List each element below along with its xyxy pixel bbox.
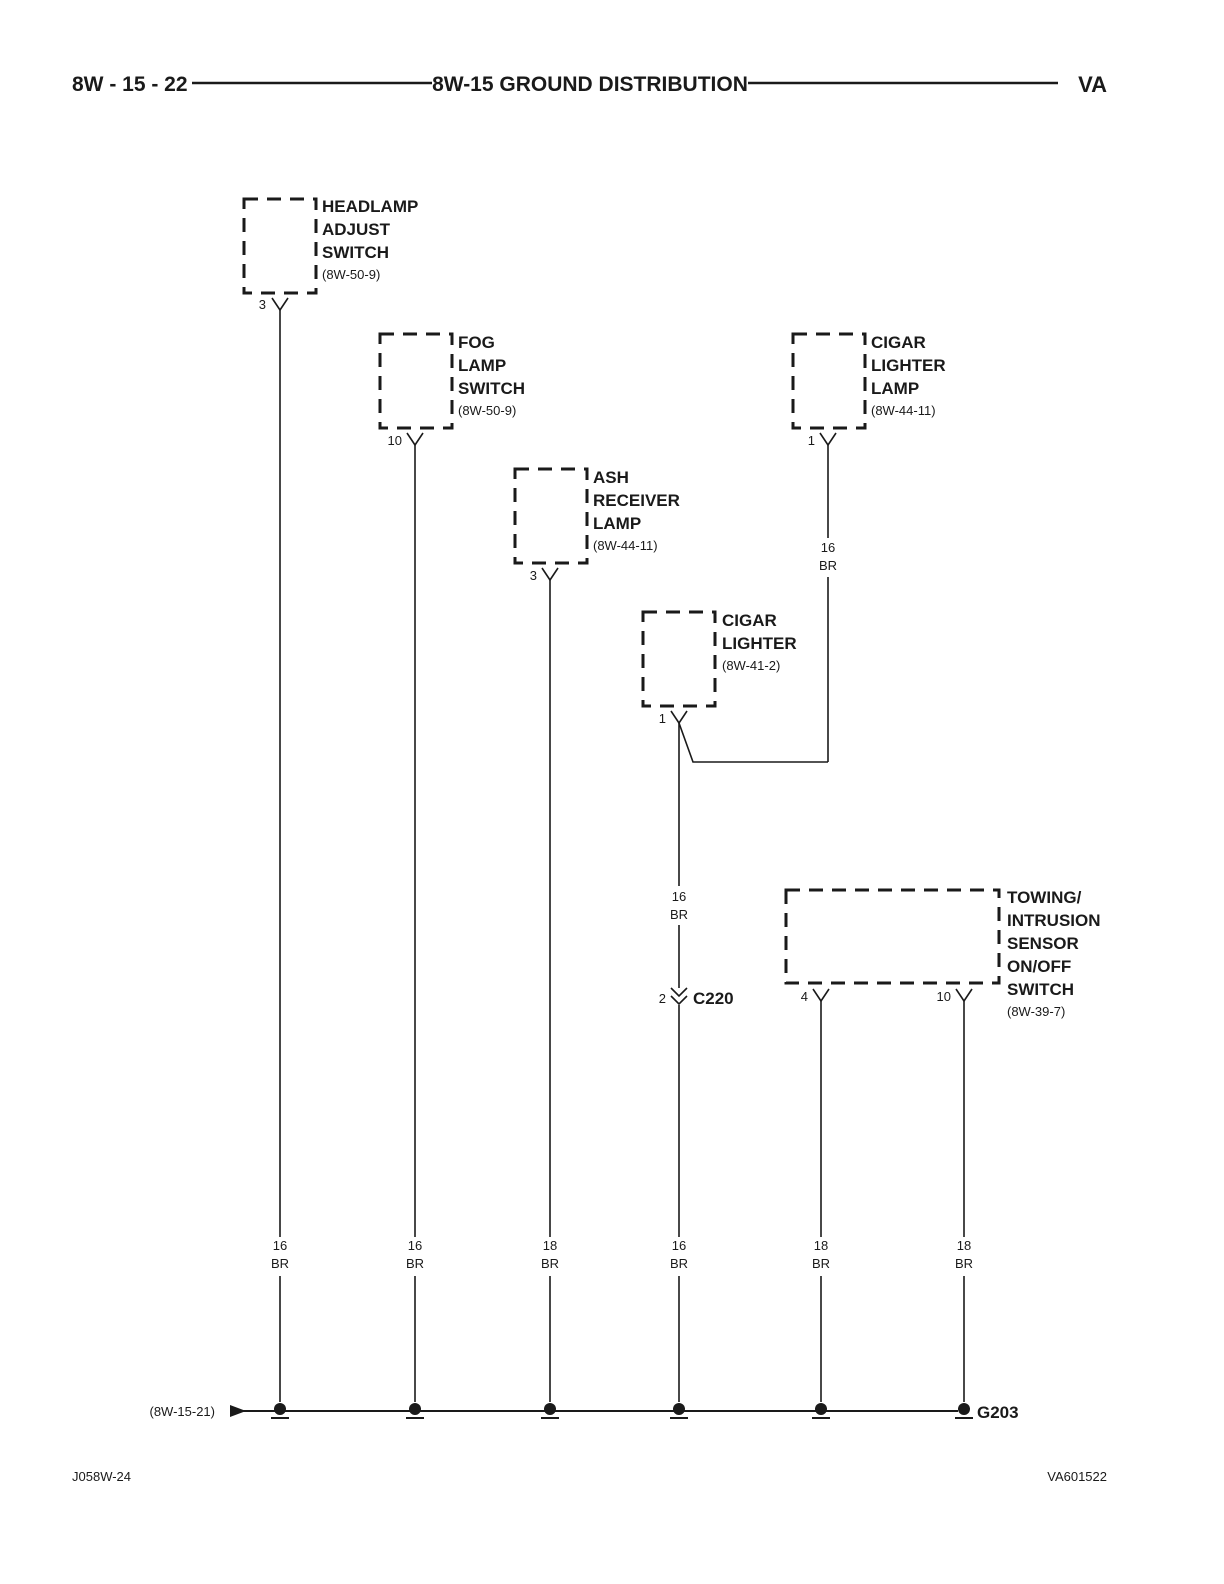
page-footer: J058W-24 VA601522 [72,1469,1107,1484]
wire-color-label: BR [406,1256,424,1271]
ground-bus-g203: (8W-15-21) G203 [149,1403,1019,1422]
component-label-line: LIGHTER [722,634,797,653]
component-label-line: ADJUST [322,220,391,239]
component-reference: (8W-50-9) [322,267,380,282]
ground-name: G203 [977,1403,1019,1422]
component-label-line: FOG [458,333,495,352]
pin-connector-symbol [271,297,289,312]
pin-number: 3 [530,568,537,583]
page-header: 8W - 15 - 22 8W-15 GROUND DISTRIBUTION V… [72,72,1107,97]
component-reference: (8W-44-11) [593,538,658,553]
footer-right-code: VA601522 [1047,1469,1107,1484]
splice-dot [274,1403,286,1415]
component-label-line: RECEIVER [593,491,680,510]
wire-color-label: BR [541,1256,559,1271]
wire-color-label: BR [819,558,837,573]
component-headlamp-adjust-switch: HEADLAMP ADJUST SWITCH (8W-50-9) 3 [242,197,418,312]
wire-gauge-label: 18 [543,1238,557,1253]
component-reference: (8W-39-7) [1007,1004,1065,1019]
wire-gauge-label: 18 [814,1238,828,1253]
wire-labels: 16 BR 16 BR 16 BR 16 BR 18 BR 16 BR 18 B… [271,540,973,1271]
component-label-line: CIGAR [871,333,926,352]
component-box [784,888,1001,985]
wire-color-label: BR [955,1256,973,1271]
pin-number: 10 [388,433,402,448]
wire-gauge-label: 16 [273,1238,287,1253]
splice-dot [815,1403,827,1415]
model-code: VA [1078,72,1107,97]
wire-segment [678,722,828,763]
pin-number: 4 [801,989,808,1004]
component-towing-intrusion-switch: TOWING/ INTRUSION SENSOR ON/OFF SWITCH (… [784,888,1101,1019]
ground-point-icon [958,1403,970,1415]
pin-number: 1 [659,711,666,726]
pin-number: 3 [259,297,266,312]
component-box [641,610,717,708]
pin-connector-symbol [955,988,973,1003]
component-label-line: HEADLAMP [322,197,418,216]
connector-pin-number: 2 [659,991,666,1006]
wires [279,310,965,1402]
pin-connector-symbol [541,567,559,582]
connector-name: C220 [693,989,734,1008]
ground-from-reference: (8W-15-21) [149,1404,215,1419]
component-label-line: ON/OFF [1007,957,1071,976]
pin-connector-symbol [812,988,830,1003]
splice-dot [544,1403,556,1415]
pin-connector-symbol [670,710,688,725]
wire-color-label: BR [271,1256,289,1271]
component-label-line: LAMP [458,356,506,375]
wire-gauge-label: 16 [821,540,835,555]
wire-color-label: BR [812,1256,830,1271]
component-box [242,197,318,295]
pin-number: 1 [808,433,815,448]
pin-connector-symbol [406,432,424,447]
component-box [378,332,454,430]
wire-color-label: BR [670,907,688,922]
component-cigar-lighter-lamp: CIGAR LIGHTER LAMP (8W-44-11) 1 [791,332,946,448]
component-fog-lamp-switch: FOG LAMP SWITCH (8W-50-9) 10 [378,332,525,448]
connector-symbol [670,995,688,1006]
wire-gauge-label: 16 [408,1238,422,1253]
component-reference: (8W-44-11) [871,403,936,418]
component-label-line: CIGAR [722,611,777,630]
page-title: 8W-15 GROUND DISTRIBUTION [432,73,748,96]
component-reference: (8W-41-2) [722,658,780,673]
component-box [791,332,867,430]
component-label-line: SWITCH [322,243,389,262]
component-label-line: INTRUSION [1007,911,1101,930]
component-label-line: LAMP [871,379,919,398]
component-label-line: SENSOR [1007,934,1079,953]
footer-left-code: J058W-24 [72,1469,131,1484]
splice-dot [673,1403,685,1415]
component-box [513,467,589,565]
component-label-line: TOWING/ [1007,888,1082,907]
component-label-line: LIGHTER [871,356,946,375]
component-label-line: SWITCH [1007,980,1074,999]
component-label-line: ASH [593,468,629,487]
connector-symbol [670,987,688,998]
component-label-line: LAMP [593,514,641,533]
pin-connector-symbol [819,432,837,447]
pin-number: 10 [937,989,951,1004]
component-ash-receiver-lamp: ASH RECEIVER LAMP (8W-44-11) 3 [513,467,680,583]
component-cigar-lighter: CIGAR LIGHTER (8W-41-2) 1 [641,610,797,726]
splice-dot [409,1403,421,1415]
wire-gauge-label: 18 [957,1238,971,1253]
wire-gauge-label: 16 [672,889,686,904]
connector-c220: 2 C220 [659,987,734,1008]
wire-gauge-label: 16 [672,1238,686,1253]
component-label-line: SWITCH [458,379,525,398]
wire-color-label: BR [670,1256,688,1271]
page-number: 8W - 15 - 22 [72,73,188,96]
component-reference: (8W-50-9) [458,403,516,418]
